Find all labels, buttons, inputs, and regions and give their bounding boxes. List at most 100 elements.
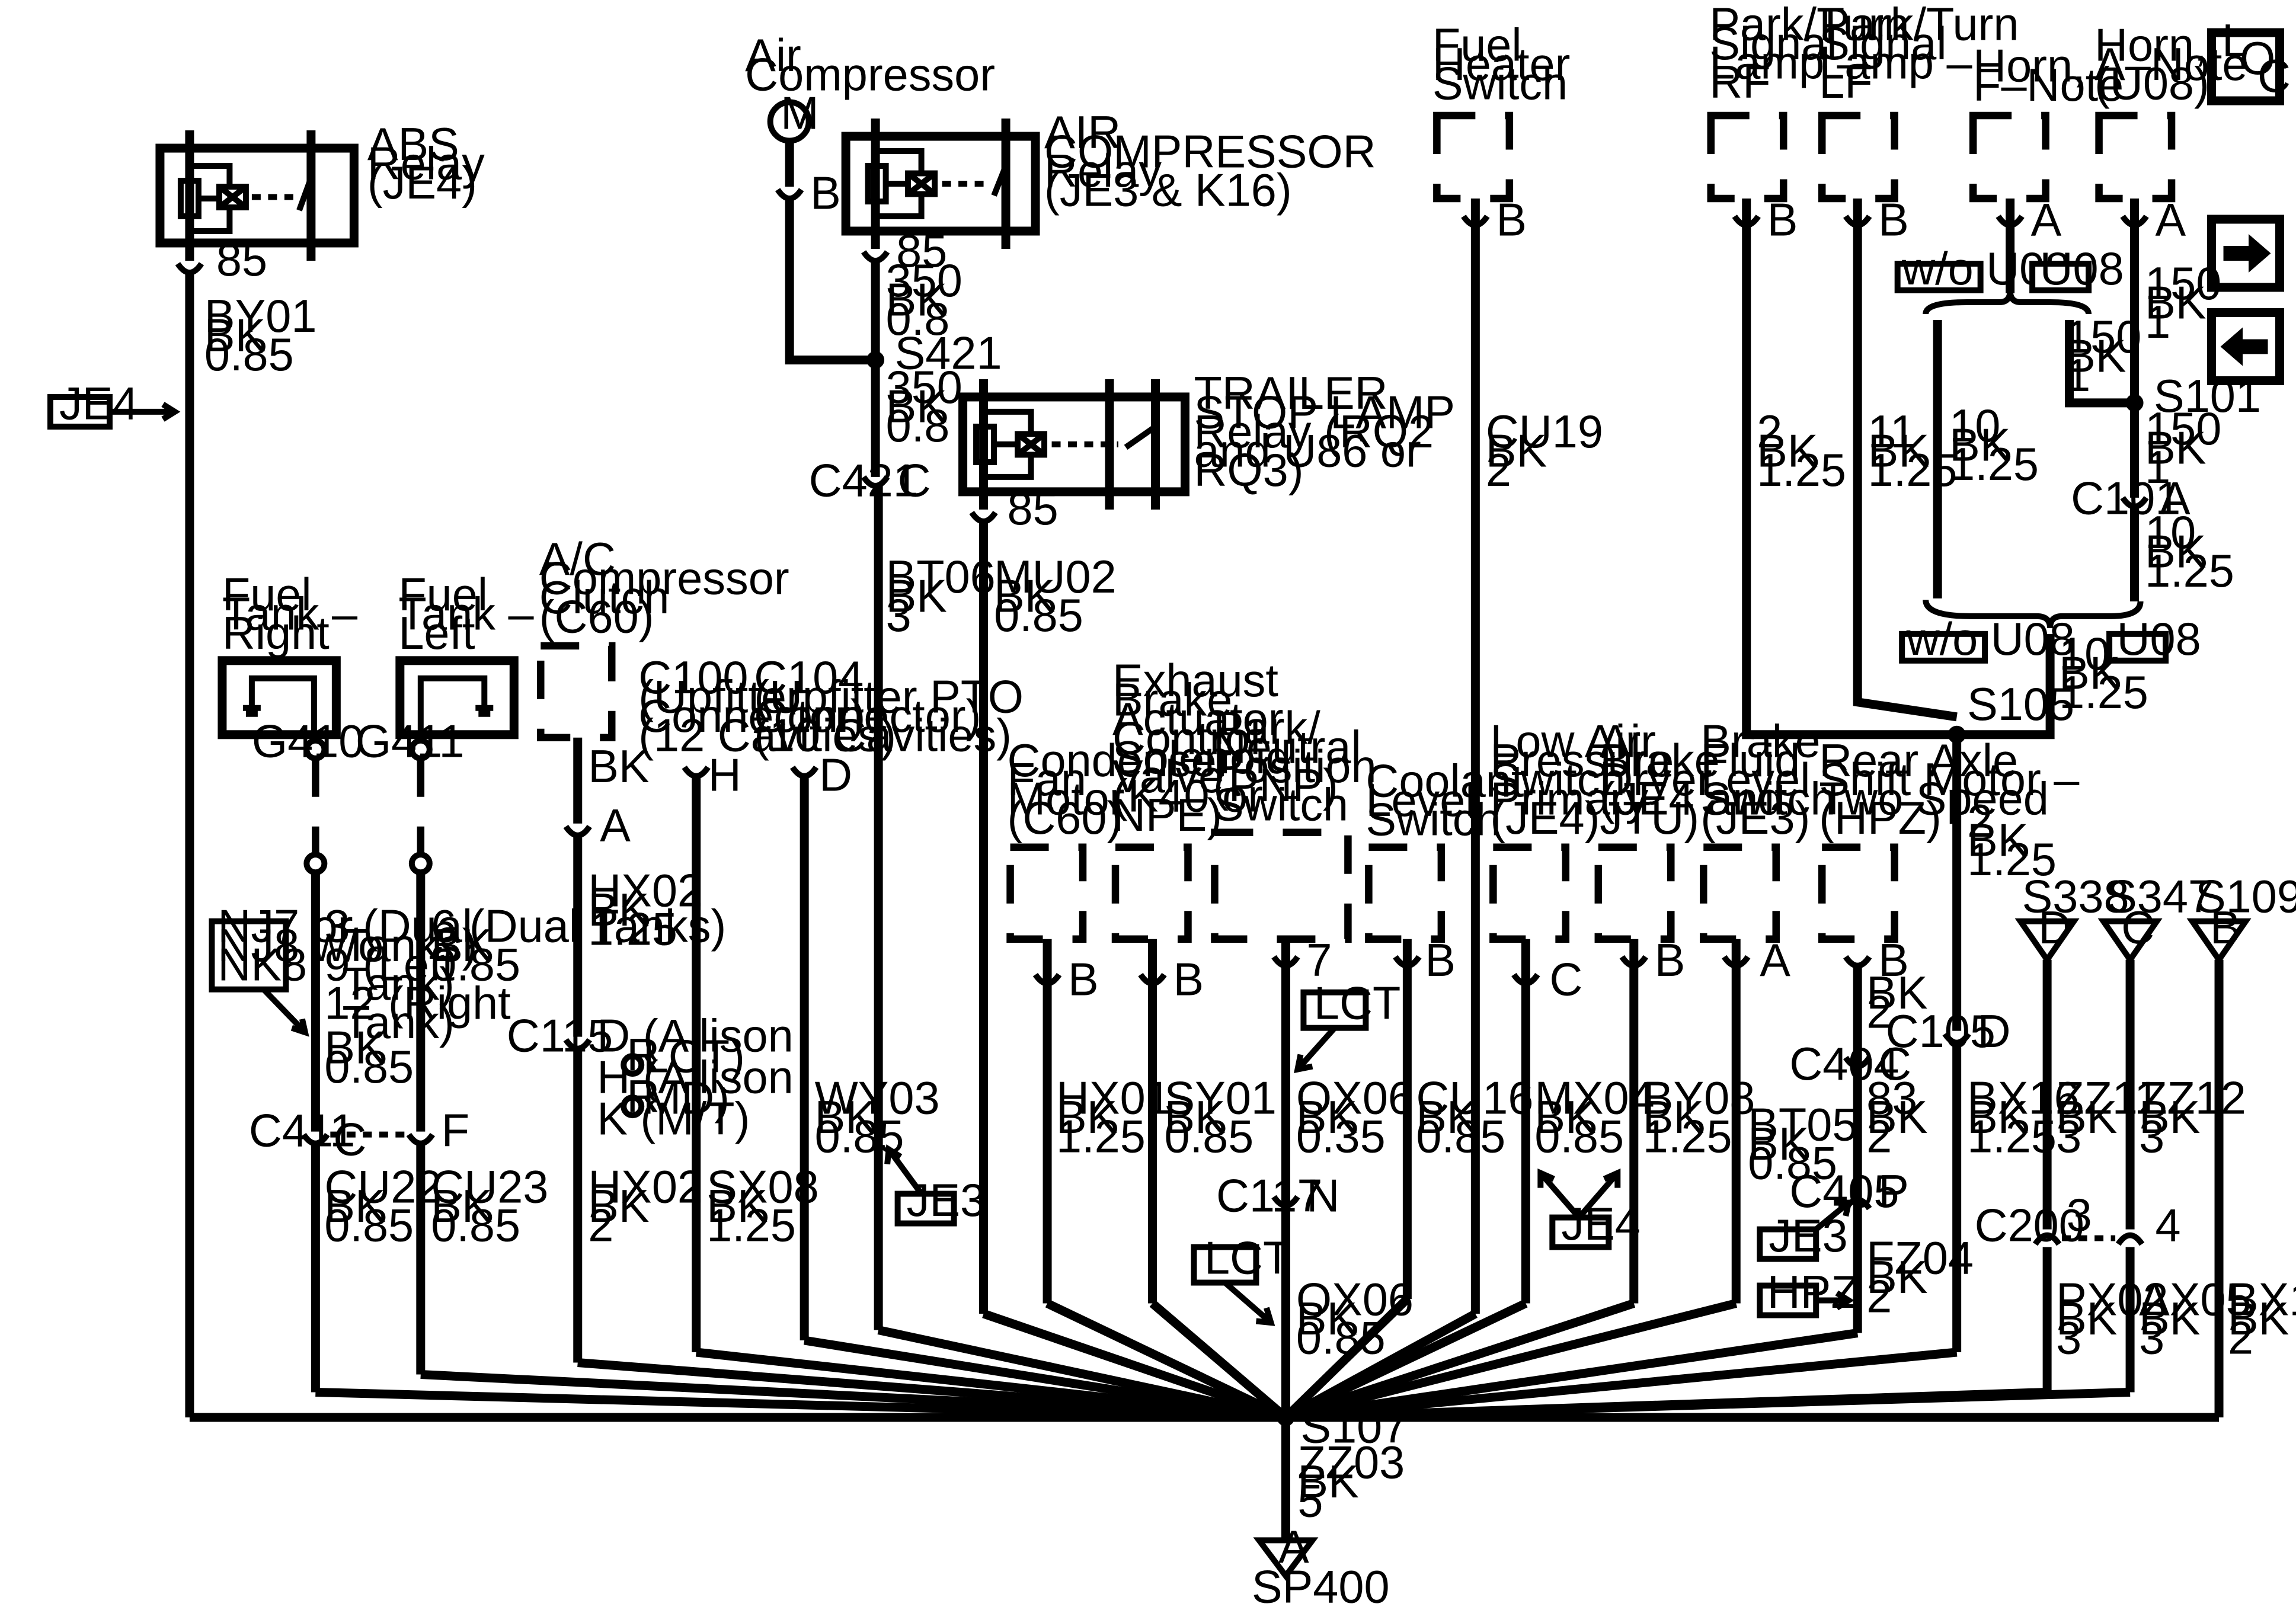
air-compressor: AirCompressor M B	[745, 30, 995, 364]
component-box-dashed	[1489, 843, 1570, 943]
abs-relay: ABSRelay(JE4) 85 BY01BK0.85 JE4	[47, 119, 485, 1417]
ground-triangle	[2014, 918, 2080, 965]
loc-icon[interactable]	[2207, 28, 2285, 105]
wire-lf-ground	[1853, 199, 1958, 722]
ground-triangle-sp400	[1253, 1537, 1319, 1581]
option-label: JE4	[59, 378, 139, 429]
wire-label: AX05BK3	[2139, 1275, 2252, 1364]
option-label: JE4	[1561, 1199, 1641, 1250]
option-box-wo-u08	[1899, 630, 1988, 664]
option-box-u08	[2106, 630, 2169, 664]
wire-label: MU02BK0.85	[994, 552, 1117, 641]
option-box-u08	[2029, 260, 2092, 293]
component-label: Low AirPressureSwitch –Primary(JE4)	[1490, 716, 1674, 844]
component-box-dashed	[1211, 828, 1352, 943]
arrow-icon	[109, 402, 181, 422]
pin-label: C	[1878, 1039, 1911, 1090]
wire-label: CU16BK0.85	[1416, 1073, 1533, 1163]
relay-coil-wiring	[189, 163, 248, 234]
ground-bus: S107 ZZ03BK5 A SP400	[189, 1401, 2220, 1610]
pin-label: D	[819, 750, 852, 801]
splice-s338: S338 D ZZ11BK3	[2014, 872, 2160, 1230]
pin-label: D (Allison	[597, 1011, 794, 1062]
coolant-level-switch: CoolantLevelSwitch B CU16BK0.85	[1365, 756, 1533, 1299]
pin-label: B	[1496, 194, 1527, 245]
wire-mu02-fan	[982, 1309, 1287, 1422]
tri-label: D	[2038, 902, 2071, 953]
option-label: NJ7 orNJ8 w/oNK8	[218, 901, 383, 991]
wire-label: ZZ03BK5	[1297, 1437, 1405, 1526]
wire-bt05-fan	[1284, 1299, 1738, 1422]
connector-symbol	[861, 250, 890, 264]
component-label: Horn,A–Note(U08)	[2094, 20, 2247, 110]
pin-label: D	[1978, 1006, 2011, 1057]
connector-label: C117	[1216, 1171, 1322, 1222]
wire-label: BX16BK1.25	[1967, 1073, 2080, 1163]
ac-compressor-clutch: A/CCompressorClutch(C60) BK A HX02BK1.25…	[507, 534, 794, 1363]
pin-label: A	[2031, 194, 2062, 245]
component-box-dashed	[537, 642, 616, 742]
connector-symbol	[1843, 955, 1872, 969]
option-box-nj7	[209, 918, 289, 993]
component-label: FuelTank –Left	[398, 569, 534, 659]
wire-sy01-fan	[1149, 1299, 1289, 1421]
nav-next-box[interactable]	[2207, 215, 2285, 292]
relay-switch-contact	[296, 177, 314, 212]
nav-next-button[interactable]	[2207, 215, 2285, 292]
arrow-icon	[1294, 1026, 1337, 1074]
connector-symbol	[1843, 1055, 1872, 1070]
pin-label: C	[333, 1115, 366, 1166]
option-label: JE3	[1769, 1211, 1848, 1262]
ground-terminal	[303, 852, 328, 876]
nav-prev-box[interactable]	[2207, 308, 2285, 385]
splice-label: S109	[2195, 872, 2296, 923]
component-label: ExhaustBrakeActuatorControlSolenoidValve…	[1112, 655, 1291, 841]
fan-wires	[315, 1295, 2131, 1422]
fuel-tank-right: FuelTank –Right G410 3 (DualTanks)9 (Lef…	[209, 569, 511, 1132]
loc-box[interactable]: L O C	[2207, 15, 2291, 105]
option-box-wo-u08	[1894, 260, 1984, 293]
tri-label: A	[1278, 1522, 1309, 1573]
pin-label: 4	[2156, 1201, 2181, 1251]
low-air-pressure-switch: Low AirPressureSwitch –Primary(JE4) C MX…	[1489, 716, 1674, 1304]
component-label: CoolantLevelSwitch	[1366, 756, 1524, 846]
option-label: LCT	[1204, 1233, 1291, 1284]
brake-fluid-level-switch: BrakeFluidLevelSwitch(JE3) A BT05BK0.85 …	[1700, 716, 1857, 1304]
splice-label: S338	[2022, 872, 2129, 923]
arrow-left-icon	[2220, 327, 2268, 366]
wire-label: OX06BK0.85	[1296, 1275, 1414, 1364]
wire-label: SX08BK1.25	[706, 1162, 819, 1251]
connector-symbol	[789, 765, 819, 779]
component-box-dashed	[1006, 843, 1087, 943]
connector-symbol	[406, 1132, 435, 1147]
wire-mx04-fan	[1284, 1299, 1528, 1422]
wire-hx01-fan	[1045, 1299, 1288, 1422]
wire-label: 150BK1	[2065, 312, 2141, 401]
option-label: HPZ	[1767, 1267, 1859, 1318]
connector-label: C200	[1975, 1201, 2084, 1251]
ground-triangle	[2097, 918, 2163, 965]
option-box-je3	[894, 1190, 957, 1227]
pin-label: F	[442, 1106, 469, 1157]
ground-icon	[417, 675, 494, 732]
circled-r-icon	[621, 1053, 645, 1077]
wire-label: HX02BK1.25	[588, 866, 703, 955]
connector-symbol	[1271, 1195, 1300, 1209]
connector-label: C411	[249, 1106, 355, 1157]
component-box-dashed	[1818, 111, 1898, 203]
wire-label: BT05BK0.85	[1748, 1100, 1857, 1189]
relay-box	[841, 132, 1040, 236]
component-label: BrakeFluidLevelSwitch(JE3)	[1700, 716, 1835, 844]
option-box-lct	[1191, 1244, 1259, 1286]
component-label: TRAILERSTOP LAMPRelay (RQ2and U86 orRQ3)	[1194, 368, 1455, 496]
loc-letter: L	[2222, 15, 2247, 66]
component-label: FuelHeaterSwitch	[1432, 20, 1571, 110]
wire-label: CU22BK0.85	[324, 1162, 442, 1251]
abs-relay-box	[155, 143, 359, 248]
wire-bx16-fan	[1285, 1347, 1958, 1422]
wire-rf-ground	[1742, 199, 1957, 740]
nav-prev-button[interactable]	[2207, 308, 2285, 385]
option-label: JE3	[907, 1175, 986, 1226]
pin-label: 7	[1306, 935, 1332, 986]
connector-label: C405	[1789, 1166, 1899, 1217]
